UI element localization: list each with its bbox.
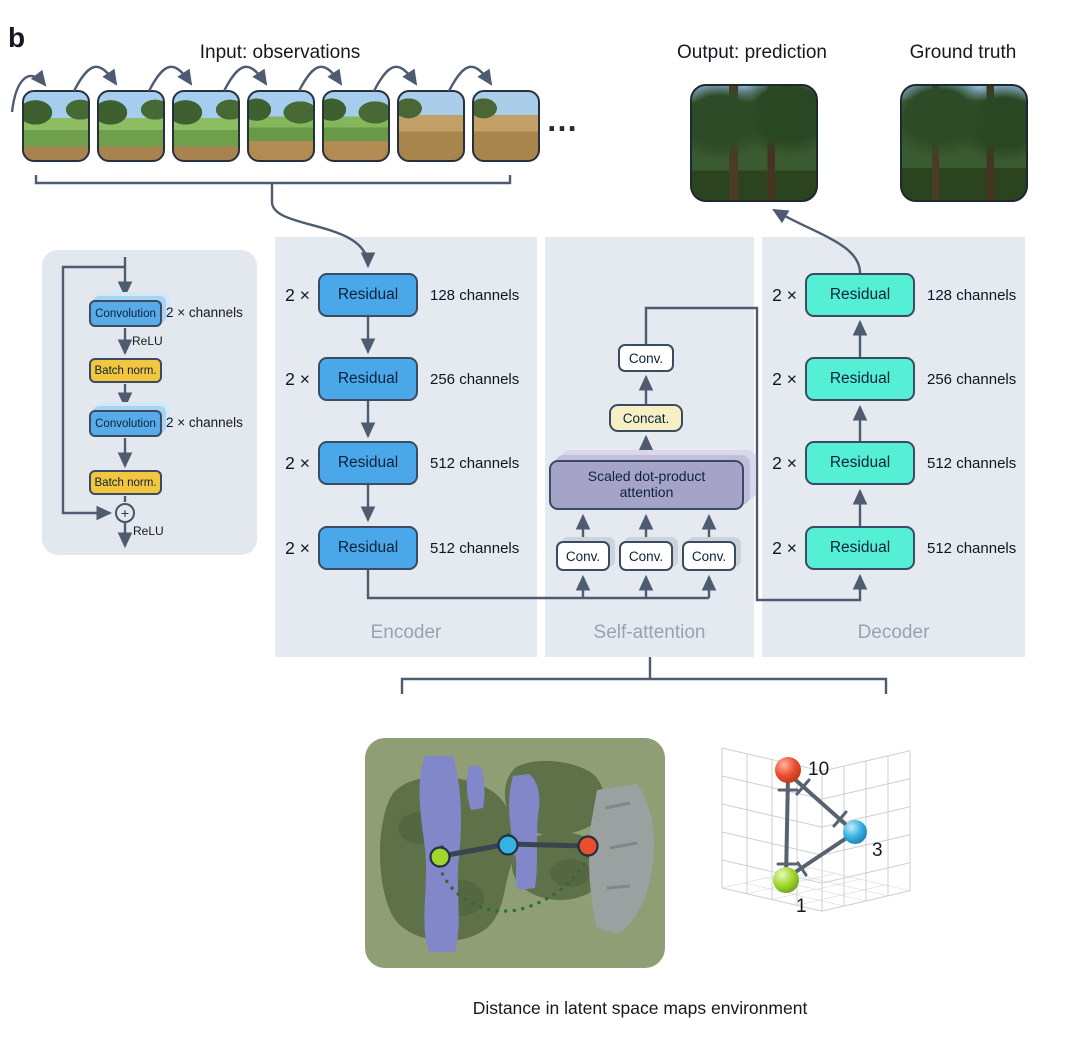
output-prediction-image bbox=[690, 84, 818, 202]
encoder-residual-block: Residual bbox=[318, 273, 418, 317]
panel-letter: b bbox=[8, 22, 26, 53]
latent-point-red bbox=[775, 757, 801, 783]
encoder-residual-block: Residual bbox=[318, 441, 418, 485]
scaled-dot-product-attention-box: Scaled dot-product attention bbox=[549, 460, 744, 510]
decoder-title: Decoder bbox=[857, 622, 930, 643]
ground-truth-label: Ground truth bbox=[909, 42, 1017, 63]
encoder-channels-label: 256 channels bbox=[430, 371, 520, 388]
decoder-residual-block: Residual bbox=[805, 441, 915, 485]
decoder-channels-label: 256 channels bbox=[927, 371, 1017, 388]
map-lake bbox=[509, 774, 540, 890]
attention-conv-box: Conv. bbox=[556, 541, 610, 571]
decoder-multiplier: 2 × bbox=[772, 453, 797, 473]
encoder-title: Encoder bbox=[370, 622, 442, 643]
encoder-residual-block: Residual bbox=[318, 526, 418, 570]
encoder-multiplier: 2 × bbox=[285, 285, 310, 305]
attention-conv-box: Conv. bbox=[619, 541, 673, 571]
decoder-multiplier: 2 × bbox=[772, 285, 797, 305]
latent-label-red: 10 bbox=[808, 759, 829, 780]
input-observations-label: Input: observations bbox=[199, 42, 361, 63]
encoder-channels-label: 512 channels bbox=[430, 540, 520, 557]
observation-thumbnail bbox=[97, 90, 165, 162]
residual-detail-panel bbox=[42, 250, 257, 555]
map-point-green bbox=[429, 846, 451, 868]
decoder-residual-block: Residual bbox=[805, 273, 915, 317]
observation-thumbnail bbox=[172, 90, 240, 162]
decoder-channels-label: 128 channels bbox=[927, 287, 1017, 304]
attention-title: Self-attention bbox=[593, 622, 706, 643]
latent-line-ticks bbox=[776, 778, 848, 877]
channels-note: 2 × channels bbox=[166, 415, 243, 430]
latent-label-blue: 3 bbox=[872, 840, 883, 861]
batch-norm-box: Batch norm. bbox=[89, 358, 162, 383]
observation-thumbnail bbox=[322, 90, 390, 162]
latent-label-green: 1 bbox=[796, 896, 807, 917]
relu-label: ReLU bbox=[133, 524, 164, 538]
attention-box-label: Scaled dot-product attention bbox=[587, 468, 706, 500]
observation-thumbnail bbox=[22, 90, 90, 162]
observations-ellipsis: … bbox=[546, 102, 581, 138]
attention-conv-box: Conv. bbox=[682, 541, 736, 571]
observation-thumbnail bbox=[397, 90, 465, 162]
decoder-residual-block: Residual bbox=[805, 357, 915, 401]
convolution-box: Convolution bbox=[89, 410, 162, 437]
latent-point-green bbox=[773, 867, 799, 893]
concat-box: Concat. bbox=[609, 404, 683, 432]
decoder-multiplier: 2 × bbox=[772, 369, 797, 389]
decoder-residual-block: Residual bbox=[805, 526, 915, 570]
latent-bracket bbox=[400, 657, 888, 694]
figure-caption: Distance in latent space maps environmen… bbox=[472, 998, 808, 1018]
ground-truth-image bbox=[900, 84, 1028, 202]
attention-panel bbox=[545, 237, 754, 657]
batch-norm-box: Batch norm. bbox=[89, 470, 162, 495]
channels-note: 2 × channels bbox=[166, 305, 243, 320]
encoder-channels-label: 512 channels bbox=[430, 455, 520, 472]
latent-space-plot: 10 3 1 bbox=[721, 747, 911, 917]
relu-label: ReLU bbox=[132, 334, 163, 348]
decoder-channels-label: 512 channels bbox=[927, 540, 1017, 557]
environment-map-image bbox=[365, 738, 665, 968]
observation-thumbnail bbox=[472, 90, 540, 162]
encoder-multiplier: 2 × bbox=[285, 453, 310, 473]
attention-output-conv-box: Conv. bbox=[618, 344, 674, 372]
decoder-multiplier: 2 × bbox=[772, 538, 797, 558]
latent-grid bbox=[721, 747, 911, 912]
observation-thumbnail bbox=[247, 90, 315, 162]
map-point-red bbox=[577, 835, 599, 857]
map-content bbox=[365, 738, 665, 968]
convolution-box: Convolution bbox=[89, 300, 162, 327]
encoder-multiplier: 2 × bbox=[285, 538, 310, 558]
latent-distance-lines bbox=[784, 773, 854, 880]
map-distance-lines bbox=[439, 841, 591, 859]
encoder-multiplier: 2 × bbox=[285, 369, 310, 389]
encoder-channels-label: 128 channels bbox=[430, 287, 520, 304]
map-stone-area bbox=[589, 784, 655, 934]
output-prediction-label: Output: prediction bbox=[677, 42, 827, 63]
residual-add-node: + bbox=[115, 503, 135, 523]
map-point-blue bbox=[497, 834, 519, 856]
decoder-channels-label: 512 channels bbox=[927, 455, 1017, 472]
latent-point-blue bbox=[843, 820, 867, 844]
encoder-residual-block: Residual bbox=[318, 357, 418, 401]
